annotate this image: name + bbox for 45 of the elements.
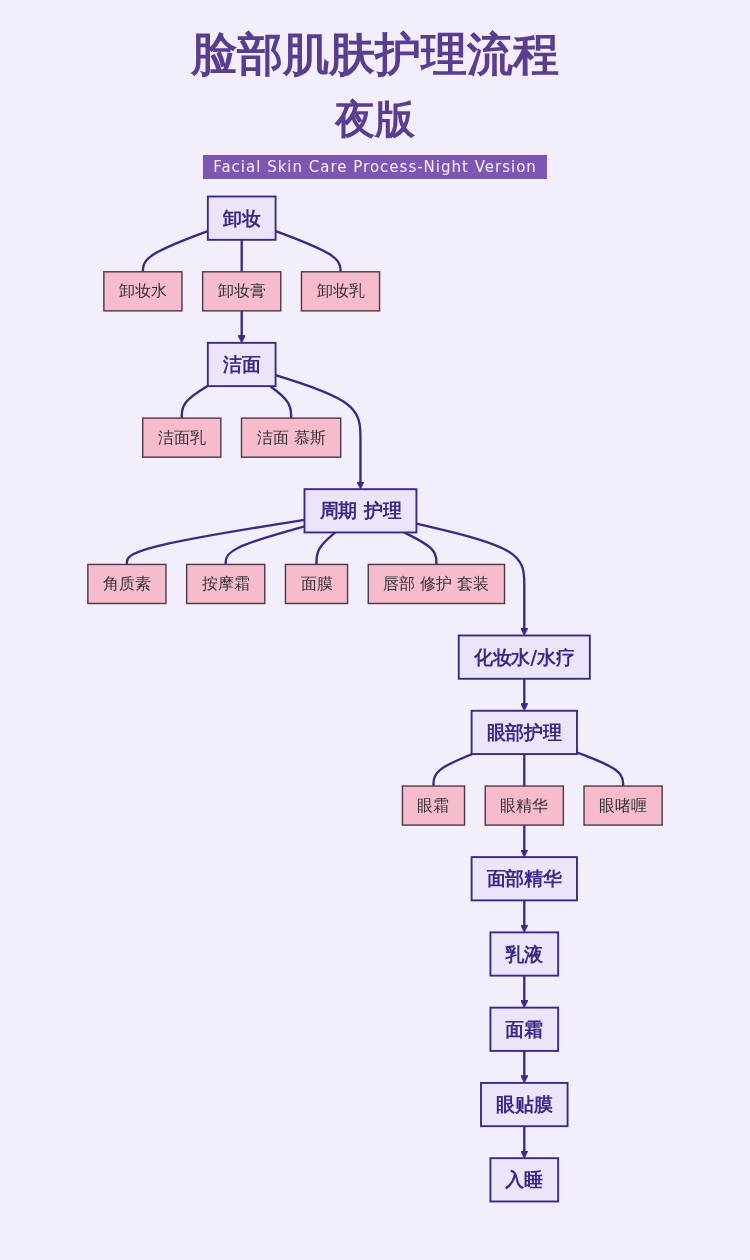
node-box: 角质素: [87, 563, 167, 605]
arrow: [520, 1050, 529, 1084]
node-box: 洁面: [206, 341, 277, 388]
connector: [576, 751, 625, 787]
node-box: 周期 护理: [303, 488, 418, 534]
node-box: 眼部护理: [470, 709, 578, 755]
subtitle: 夜版: [335, 95, 415, 144]
arrow: [520, 975, 529, 1008]
node-box: 卸妆: [206, 195, 277, 241]
node-box: 唇部 修护 套装: [367, 563, 506, 605]
node-box: 卸妆膏: [201, 271, 282, 312]
connector: [403, 531, 438, 565]
subtitle-banner: Facial Skin Care Process-Night Version: [203, 155, 547, 179]
arrow: [520, 1126, 529, 1159]
node-box: 面霜: [489, 1006, 560, 1052]
node-box: 眼贴膜: [480, 1081, 569, 1128]
node-box: 眼霜: [401, 785, 466, 826]
node-box: 面膜: [284, 563, 349, 605]
connector: [224, 525, 305, 565]
node-box: 化妆水/水疗: [457, 634, 591, 680]
node-box: 卸妆水: [103, 271, 183, 312]
node-box: 眼啫喱: [583, 785, 663, 826]
connector: [275, 229, 342, 272]
node-box: 眼精华: [484, 785, 565, 826]
node-box: 入睡: [489, 1157, 560, 1203]
arrow: [237, 310, 246, 344]
arrow: [520, 678, 529, 712]
connector: [315, 531, 336, 565]
node-box: 洁面乳: [142, 417, 222, 458]
arrow: [520, 900, 529, 933]
node-box: 按摩霜: [185, 563, 266, 605]
connector: [240, 239, 243, 272]
node-box: 洁面 慕斯: [240, 417, 342, 458]
arrow: [416, 522, 529, 636]
connector: [523, 754, 526, 787]
node-box: 卸妆乳: [300, 271, 381, 312]
connector: [180, 384, 209, 419]
arrow: [520, 825, 529, 858]
connector: [269, 385, 293, 419]
connector: [125, 518, 305, 565]
node-box: 面部精华: [470, 856, 578, 902]
connector: [432, 752, 473, 787]
diagram-title: 脸部肌肤护理流程: [191, 26, 559, 83]
arrow: [275, 374, 365, 490]
node-box: 乳液: [489, 931, 560, 977]
